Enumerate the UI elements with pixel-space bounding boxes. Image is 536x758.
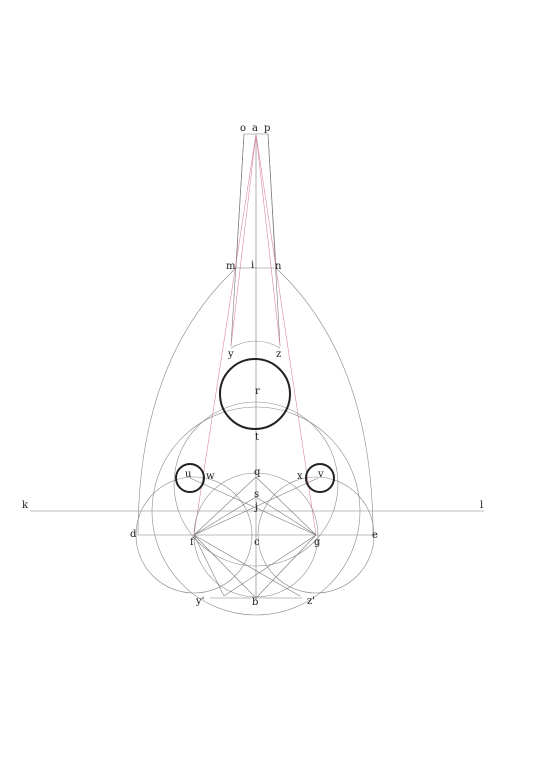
- label-q: q: [254, 467, 261, 478]
- circle-center-f: [135, 476, 253, 594]
- outer-arc-left: [137, 267, 237, 536]
- label-e: e: [372, 530, 378, 541]
- label-g: g: [314, 537, 321, 548]
- line-g-u: [189, 477, 317, 536]
- large-circle-center-j: [151, 406, 361, 616]
- large-circle-center-q: [173, 401, 339, 567]
- neck-line-p-n: [267, 133, 277, 269]
- label-i: i: [251, 260, 254, 271]
- label-a: a: [252, 123, 258, 134]
- line-g-yprime: [223, 534, 317, 597]
- line-f-v: [193, 477, 319, 536]
- circle-center-g: [257, 476, 375, 594]
- label-r: r: [255, 386, 260, 397]
- outer-arc-right: [275, 267, 374, 536]
- label-n: n: [275, 261, 282, 272]
- label-z-prime: z': [307, 596, 315, 607]
- line-d-yprime: [193, 534, 225, 597]
- label-d: d: [130, 529, 137, 540]
- label-b: b: [252, 597, 258, 608]
- label-f: f: [190, 537, 195, 548]
- line-g-s: [255, 496, 317, 536]
- label-x: x: [297, 471, 303, 482]
- label-j: j: [254, 502, 258, 513]
- line-f-b: [193, 534, 257, 599]
- small-circle-v: [305, 463, 335, 493]
- line-f-zprime: [193, 534, 301, 597]
- red-line-a-y: [230, 133, 257, 347]
- small-circle-u: [175, 463, 205, 493]
- label-c: c: [254, 537, 260, 548]
- label-p: p: [264, 123, 270, 134]
- label-s: s: [254, 489, 259, 500]
- red-line-a-f: [193, 133, 257, 536]
- line-f-q: [193, 476, 257, 536]
- label-z: z: [276, 349, 281, 360]
- label-k: k: [22, 500, 29, 511]
- label-u: u: [185, 469, 192, 480]
- label-m: m: [226, 261, 236, 272]
- label-t: t: [255, 432, 259, 443]
- red-line-a-z: [255, 133, 281, 347]
- label-y-prime: y': [195, 596, 204, 607]
- red-line-a-g: [255, 133, 317, 536]
- label-o: o: [240, 123, 246, 134]
- arc-y-z: [230, 340, 281, 349]
- neck-line-o-m: [235, 133, 245, 269]
- line-g-q: [255, 476, 317, 536]
- label-v: v: [317, 469, 324, 480]
- label-y: y: [227, 349, 234, 360]
- label-l: l: [480, 500, 483, 511]
- rose-circle-r: [219, 358, 291, 430]
- label-w: w: [206, 471, 215, 482]
- line-g-b: [255, 534, 317, 599]
